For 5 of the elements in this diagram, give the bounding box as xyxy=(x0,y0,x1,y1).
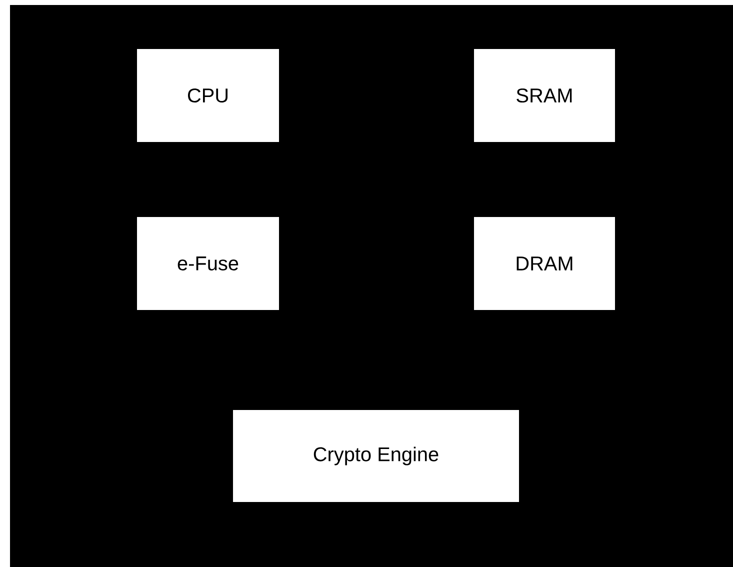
process-box: e-Fuse xyxy=(137,217,279,310)
process-box: CPU xyxy=(137,49,279,142)
process-box: SRAM xyxy=(474,49,615,142)
process-box: Crypto Engine xyxy=(233,410,519,502)
process-box: DRAM xyxy=(474,217,615,310)
